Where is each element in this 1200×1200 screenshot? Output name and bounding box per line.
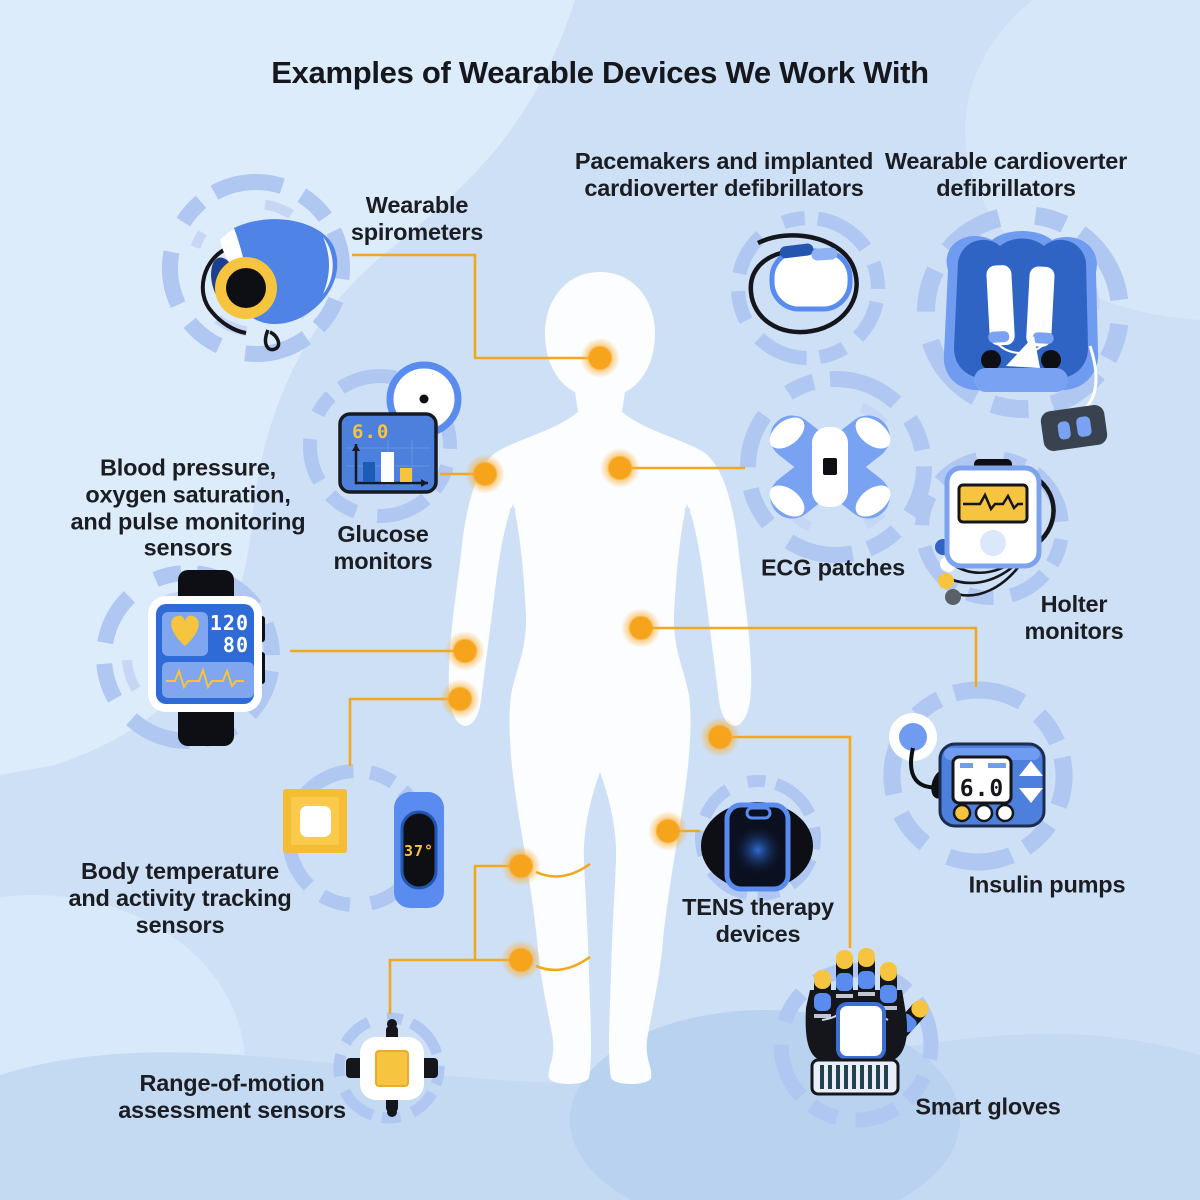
- connector-line: [348, 697, 460, 766]
- fitness-band-icon: 37°: [283, 789, 444, 908]
- connector-dot: [621, 608, 661, 648]
- connector-dot: [440, 679, 480, 719]
- ecg-patch-icon: [769, 415, 891, 519]
- label-glucose-monitors: Glucose monitors: [333, 521, 433, 574]
- bp-systolic: 120: [210, 611, 249, 635]
- connector-dot: [580, 338, 620, 378]
- connector-dot: [648, 811, 688, 851]
- connector-dot: [501, 846, 541, 886]
- tens-device-icon: [701, 802, 813, 892]
- connector-line: [352, 253, 600, 360]
- glucose-monitor-icon: 6.0: [338, 361, 462, 494]
- label-body-temperature-activity-sensors: Body temperature and activity tracking s…: [68, 857, 292, 938]
- smartwatch-icon: 120 80: [148, 570, 265, 746]
- label-holter-monitors: Holter monitors: [1024, 591, 1124, 644]
- label-tens-therapy-devices: TENS therapy devices: [682, 894, 834, 947]
- holter-monitor-icon: [935, 459, 1056, 605]
- label-range-of-motion-sensors: Range-of-motion assessment sensors: [118, 1070, 346, 1123]
- label-insulin-pumps: Insulin pumps: [968, 871, 1126, 898]
- heart-icon: [171, 615, 199, 646]
- connector-dot: [600, 448, 640, 488]
- insulin-reading: 6.0: [960, 776, 1005, 802]
- dashed-ring: [333, 1012, 445, 1124]
- connector-line: [720, 735, 852, 948]
- connector-dot: [465, 454, 505, 494]
- glucose-reading: 6.0: [352, 421, 389, 443]
- bp-diastolic: 80: [223, 633, 249, 657]
- pacemaker-icon: [748, 233, 859, 335]
- connector-line: [641, 626, 978, 687]
- dashed-ring: [731, 211, 885, 365]
- label-wearable-cardioverter-defibrillators: Wearable cardioverter defibrillators: [884, 148, 1128, 201]
- smart-glove-icon: [805, 948, 929, 1096]
- label-bp-oxygen-pulse-sensors: Blood pressure, oxygen saturation, and p…: [70, 454, 306, 561]
- label-pacemakers-icds: Pacemakers and implanted cardioverter de…: [574, 148, 874, 201]
- connector-dot: [445, 631, 485, 671]
- device-icons: 6.0 120 80: [148, 219, 1108, 1117]
- connector-lines: [290, 253, 978, 1014]
- label-smart-gloves: Smart gloves: [915, 1093, 1061, 1120]
- motion-sensor-icon: [346, 1019, 438, 1117]
- connector-line: [535, 955, 591, 972]
- face-mask-icon: [200, 219, 338, 352]
- label-ecg-patches: ECG patches: [760, 554, 906, 581]
- connector-dot: [501, 940, 541, 980]
- defibrillator-vest-icon: [943, 231, 1108, 451]
- body-silhouette: [448, 272, 752, 1084]
- connector-dots: [440, 338, 740, 980]
- insulin-pump-icon: 6.0: [889, 713, 1046, 828]
- connector-line: [535, 862, 591, 878]
- label-wearable-spirometers: Wearable spirometers: [350, 192, 484, 245]
- temperature-reading: 37°: [404, 842, 434, 860]
- page-title: Examples of Wearable Devices We Work Wit…: [271, 55, 929, 90]
- connector-dot: [700, 717, 740, 757]
